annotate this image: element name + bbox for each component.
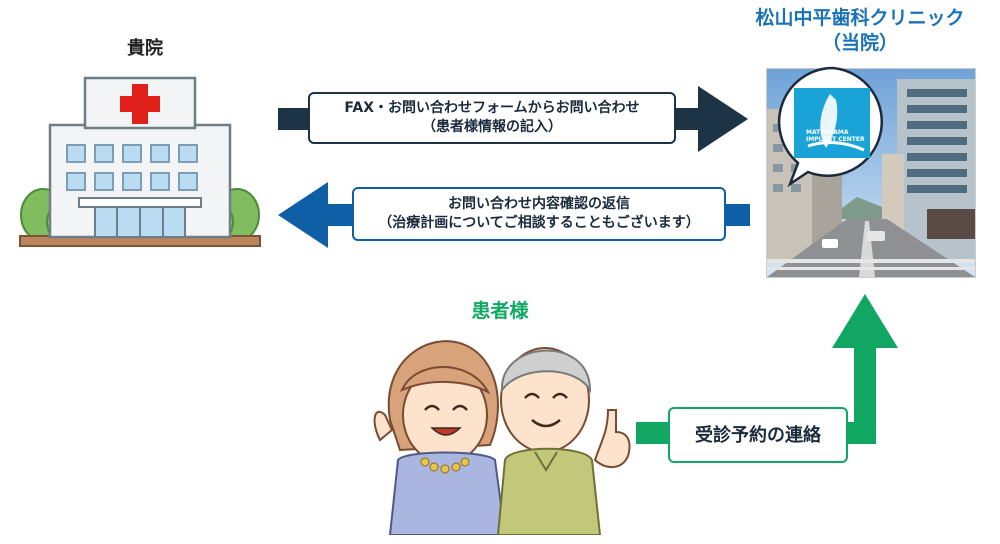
- woman-patient-icon: [373, 340, 507, 535]
- clinic-subtitle: （当院）: [821, 32, 898, 54]
- arrow-to-referrer-line2: （治療計画についてご相談することもございます）: [378, 215, 700, 231]
- pointing-hand-icon: [593, 409, 631, 468]
- arrow-appointment-box: 受診予約の連絡: [668, 407, 848, 463]
- your-clinic-label: 貴院: [127, 38, 163, 59]
- hospital-illustration: [19, 76, 261, 247]
- arrow-to-clinic-line2: （患者様情報の記入）: [422, 119, 562, 135]
- arrow-to-clinic-box: FAX・お問い合わせフォームからお問い合わせ （患者様情報の記入）: [308, 92, 676, 144]
- red-cross-icon: [120, 84, 160, 124]
- man-patient-icon: [496, 347, 631, 535]
- arrow-to-referrer-line1: お問い合わせ内容確認の返信: [448, 196, 630, 212]
- clinic-logo-text: MATSUYAMA IMPLANT CENTER: [806, 129, 865, 143]
- arrow-appointment-label: 受診予約の連絡: [695, 424, 821, 446]
- patients-label: 患者様: [471, 300, 529, 322]
- arrow-to-referrer-box: お問い合わせ内容確認の返信 （治療計画についてご相談することもございます）: [352, 187, 726, 241]
- arrow-to-clinic-line1: FAX・お問い合わせフォームからお問い合わせ: [344, 100, 640, 116]
- patients-illustration: [373, 340, 631, 535]
- clinic-name: 松山中平歯科クリニック: [755, 7, 965, 29]
- clinic-logo-bubble: [777, 66, 883, 188]
